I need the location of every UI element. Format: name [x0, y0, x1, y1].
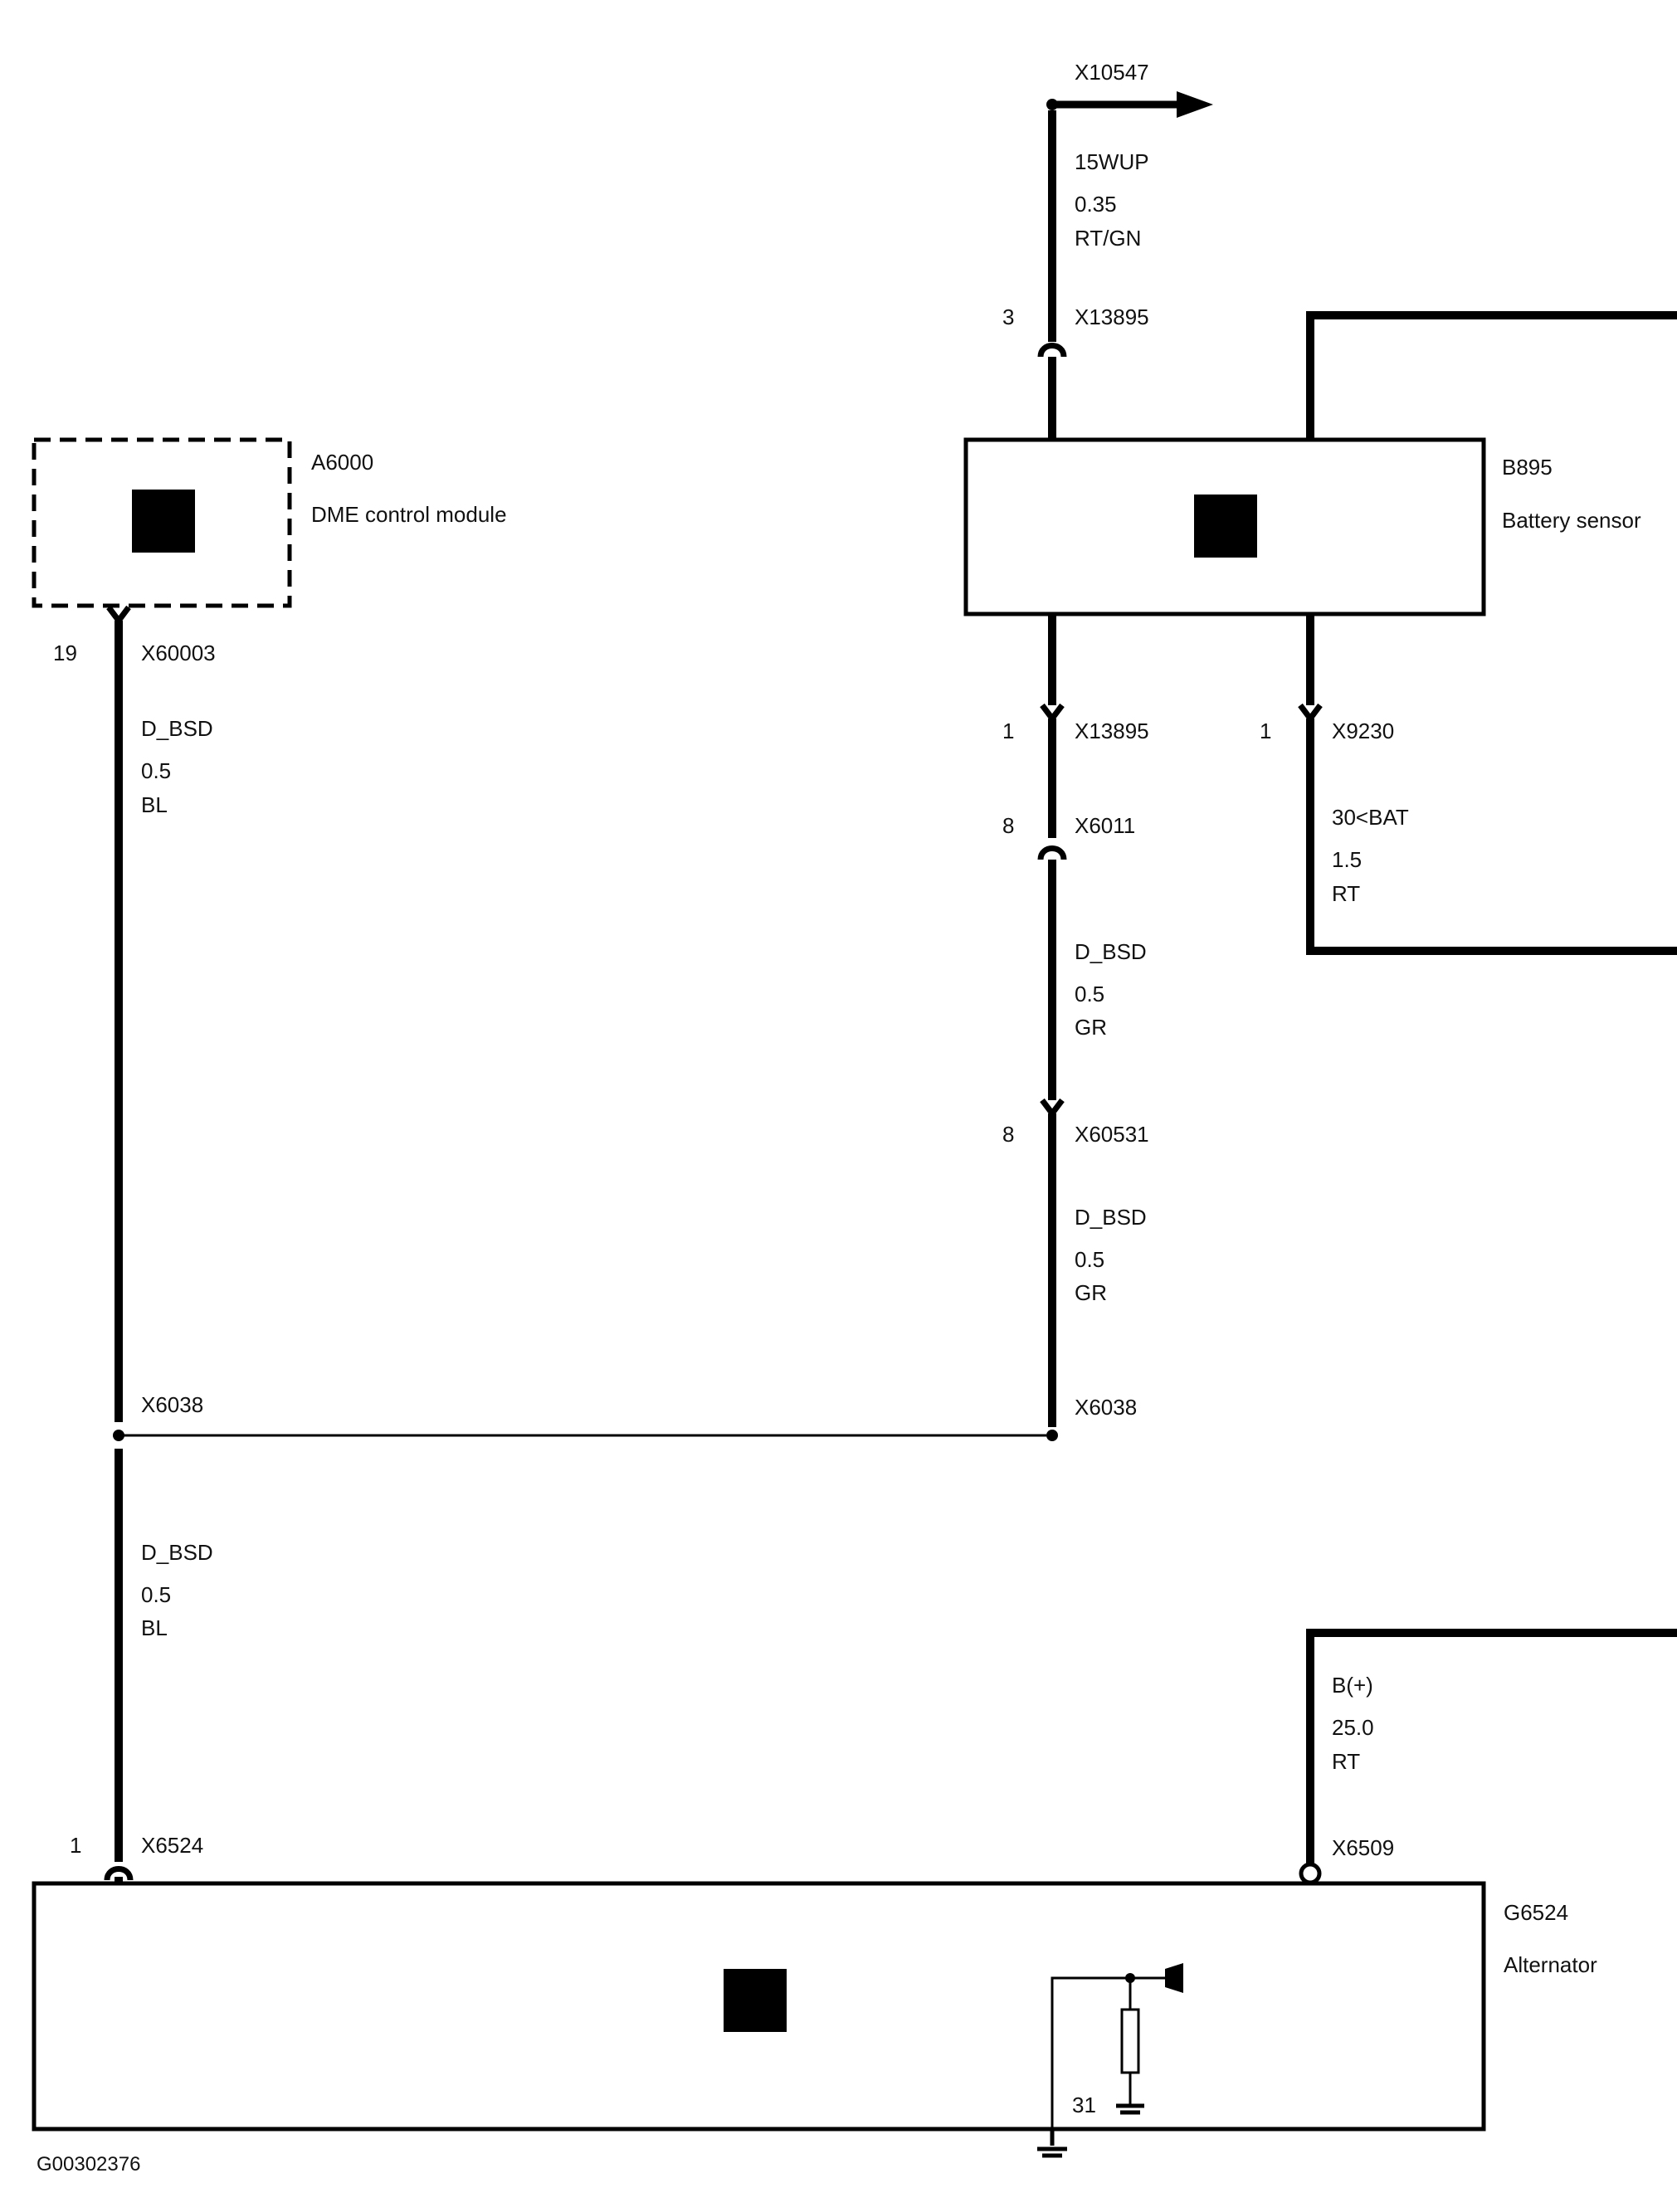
- wire-30bat: 1 X9230 30<BAT 1.5 RT: [1260, 614, 1677, 955]
- continuation-arrow-icon: [1177, 91, 1213, 118]
- w-30bat-size: 1.5: [1332, 847, 1362, 872]
- w-bsd-bl1-signal: D_BSD: [141, 716, 213, 741]
- ground-symbol: [1037, 2129, 1067, 2158]
- x9230-pin: 1: [1260, 719, 1271, 743]
- w-bsd-gr2-size: 0.5: [1075, 1247, 1104, 1272]
- w-bsd-gr1-color: GR: [1075, 1015, 1107, 1040]
- x60531-label: X60531: [1075, 1122, 1149, 1147]
- diagram-code: G00302376: [37, 2153, 140, 2175]
- battery-sensor-name: Battery sensor: [1502, 508, 1641, 533]
- x9230-connector-icon: [1300, 705, 1320, 719]
- x13895-top-pin: 3: [1002, 305, 1014, 329]
- x6011-connector-icon: [1041, 849, 1064, 860]
- x6038-right-label: X6038: [1075, 1395, 1137, 1420]
- w-15wup-color: RT/GN: [1075, 226, 1141, 251]
- dme-name: DME control module: [311, 502, 507, 527]
- x13895-bottom-label: X13895: [1075, 719, 1149, 743]
- w-bsd-gr2-signal: D_BSD: [1075, 1205, 1147, 1230]
- wire-bat-top: [1306, 311, 1677, 440]
- w-bsd-bl1-color: BL: [141, 792, 168, 817]
- x10547-label: X10547: [1075, 60, 1149, 85]
- wire-15wup: X10547 15WUP 0.35 RT/GN 3 X13895: [1002, 60, 1213, 440]
- signal-arrow-icon: [1165, 1963, 1183, 1993]
- x60003-pin: 19: [53, 641, 77, 665]
- x13895-top-label: X13895: [1075, 305, 1149, 329]
- x6524-label: X6524: [141, 1833, 203, 1858]
- w-bsd-gr2-color: GR: [1075, 1280, 1107, 1305]
- x13895-bottom-connector-icon: [1042, 705, 1062, 719]
- x6011-pin: 8: [1002, 813, 1014, 838]
- alternator-id: G6524: [1504, 1900, 1568, 1925]
- dme-id: A6000: [311, 450, 373, 475]
- x60003-connector-icon: [109, 607, 129, 621]
- x6509-label: X6509: [1332, 1835, 1394, 1860]
- battery-sensor-box: [963, 437, 1486, 616]
- w-30bat-signal: 30<BAT: [1332, 805, 1409, 830]
- dme-module-box: [32, 437, 292, 608]
- x6524-pin: 1: [70, 1833, 81, 1858]
- w-bsd-gr1-signal: D_BSD: [1075, 939, 1147, 964]
- splice-x6038-left: [113, 1430, 124, 1441]
- alternator-ecu-icon: [724, 1969, 787, 2032]
- x6509-terminal-icon: [1299, 1862, 1322, 1885]
- w-bplus-signal: B(+): [1332, 1673, 1373, 1698]
- wire-bplus: B(+) 25.0 RT X6509: [1299, 1629, 1677, 1885]
- x60531-pin: 8: [1002, 1122, 1014, 1147]
- dme-control-module: A6000 DME control module: [32, 437, 507, 608]
- x6011-label: X6011: [1075, 813, 1135, 838]
- w-bsd-gr1-size: 0.5: [1075, 982, 1104, 1006]
- resistor-icon: [1120, 2008, 1140, 2074]
- x6038-left-label: X6038: [141, 1392, 203, 1417]
- w-bplus-color: RT: [1332, 1749, 1360, 1774]
- battery-sensor-ecu-icon: [1194, 495, 1257, 558]
- w-30bat-color: RT: [1332, 881, 1360, 906]
- x13895-bottom-pin: 1: [1002, 719, 1014, 743]
- alternator-box: [32, 1881, 1486, 2132]
- x9230-label: X9230: [1332, 719, 1394, 743]
- ground-icon: [1037, 2146, 1067, 2158]
- dme-ecu-icon: [132, 490, 195, 553]
- w-bsd-bl2-size: 0.5: [141, 1582, 171, 1607]
- alternator: G6524 Alternator 31: [32, 1881, 1597, 2158]
- w-bsd-bl2-color: BL: [141, 1615, 168, 1640]
- splice-x6038-right: [1046, 1430, 1058, 1441]
- ground-pin: 31: [1072, 2093, 1096, 2117]
- internal-ground-icon: [1116, 2103, 1144, 2115]
- w-bsd-bl2-signal: D_BSD: [141, 1540, 213, 1565]
- alternator-internal-circuit: [1051, 1963, 1183, 2129]
- w-bsd-bl1-size: 0.5: [141, 758, 171, 783]
- w-bplus-size: 25.0: [1332, 1715, 1374, 1740]
- wire-bsd-gr: 1 X13895 8 X6011 D_BSD 0.5 GR 8 X60531 D…: [1002, 614, 1149, 1441]
- x60003-label: X60003: [141, 641, 216, 665]
- alternator-name: Alternator: [1504, 1952, 1597, 1977]
- battery-sensor-id: B895: [1502, 455, 1553, 480]
- w-15wup-size: 0.35: [1075, 192, 1117, 217]
- x60531-connector-icon: [1042, 1100, 1062, 1113]
- battery-sensor: B895 Battery sensor: [963, 437, 1641, 616]
- w-15wup-signal: 15WUP: [1075, 149, 1149, 174]
- x13895-top-connector-icon: [1041, 346, 1064, 358]
- wire-bsd-bl: 19 X60003 D_BSD 0.5 BL X6038 D_BSD 0.5 B…: [53, 607, 216, 1883]
